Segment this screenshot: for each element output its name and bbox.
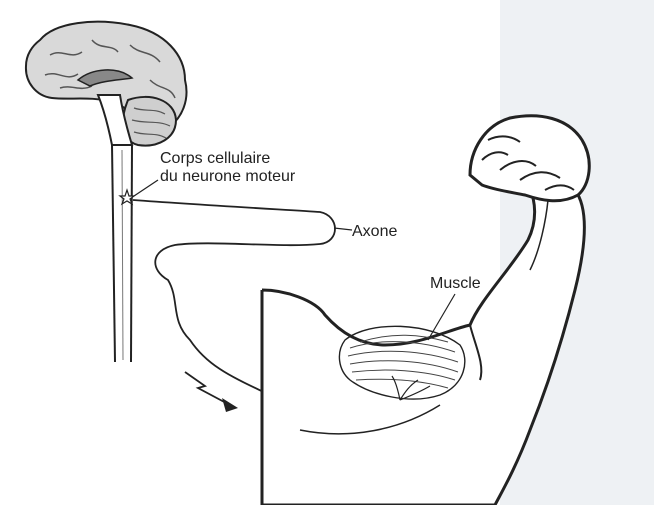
label-cell-body-line1: Corps cellulaire (160, 150, 295, 168)
label-cell-body: Corps cellulaire du neurone moteur (160, 150, 295, 186)
brain (26, 22, 187, 146)
spinal-cord (112, 145, 132, 362)
nerve-impulse-arrow-icon (185, 372, 238, 412)
label-axon: Axone (352, 223, 397, 241)
arm (262, 190, 584, 505)
axon-pointer (334, 228, 352, 230)
spinal-cord-outline-right (131, 145, 132, 362)
arm-outline (262, 190, 584, 505)
cell-body-pointer (134, 180, 158, 196)
label-muscle: Muscle (430, 275, 481, 293)
label-cell-body-line2: du neurone moteur (160, 168, 295, 186)
spinal-cord-center (122, 150, 123, 360)
spinal-cord-outline-left (112, 145, 115, 362)
